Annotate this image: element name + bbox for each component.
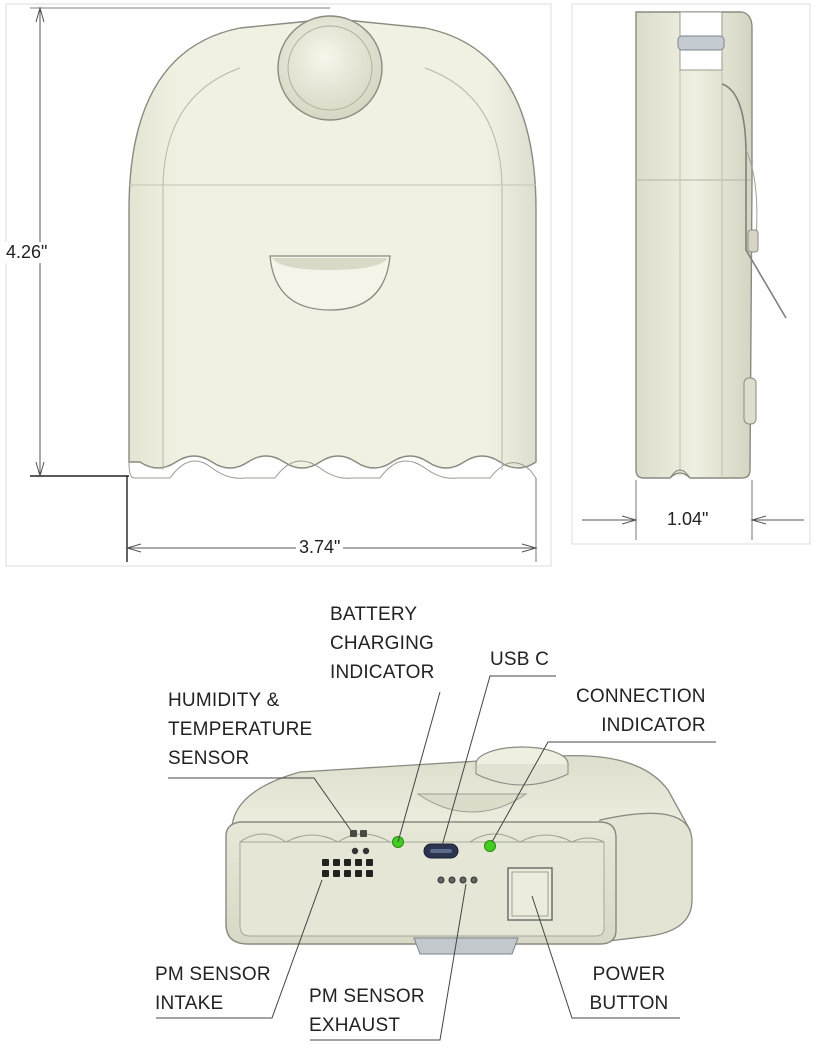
power-line-2: BUTTON bbox=[589, 993, 669, 1014]
connection-indicator-label: CONNECTION INDICATOR bbox=[576, 682, 706, 740]
power-line-1: POWER bbox=[592, 964, 666, 985]
front-knob bbox=[277, 15, 383, 121]
depth-dimension-label: 1.04" bbox=[664, 509, 712, 530]
pm-intake-line-1: PM SENSOR bbox=[155, 964, 271, 985]
usb-c-line-1: USB C bbox=[490, 649, 550, 670]
side-view-frame bbox=[571, 3, 811, 545]
humidity-line-1: HUMIDITY & bbox=[168, 690, 280, 711]
usb-c-label: USB C bbox=[490, 645, 549, 674]
connection-line-1: CONNECTION bbox=[576, 686, 706, 707]
power-button-label: POWER BUTTON bbox=[578, 960, 680, 1018]
battery-line-3: INDICATOR bbox=[330, 662, 435, 683]
pm-intake-line-2: INTAKE bbox=[155, 993, 224, 1014]
battery-line-1: BATTERY bbox=[330, 604, 418, 625]
humidity-temperature-label: HUMIDITY & TEMPERATURE SENSOR bbox=[168, 686, 312, 773]
pm-intake-label: PM SENSOR INTAKE bbox=[155, 960, 271, 1018]
width-dimension-label: 3.74" bbox=[296, 537, 344, 558]
humidity-line-2: TEMPERATURE bbox=[168, 719, 313, 740]
pm-exhaust-line-1: PM SENSOR bbox=[309, 986, 425, 1007]
height-dimension-label: 4.26" bbox=[3, 242, 51, 263]
front-cutout bbox=[269, 255, 391, 311]
pm-exhaust-line-2: EXHAUST bbox=[309, 1015, 401, 1036]
power-button-shape bbox=[507, 867, 553, 921]
connection-line-2: INDICATOR bbox=[601, 715, 706, 736]
device-perspective-view bbox=[225, 746, 693, 955]
side-view-body bbox=[635, 11, 753, 479]
front-view-frame bbox=[5, 3, 552, 567]
battery-line-2: CHARGING bbox=[330, 633, 434, 654]
battery-charging-label: BATTERY CHARGING INDICATOR bbox=[330, 600, 435, 687]
connection-led bbox=[484, 840, 496, 852]
pm-exhaust-label: PM SENSOR EXHAUST bbox=[309, 982, 425, 1040]
humidity-line-3: SENSOR bbox=[168, 748, 250, 769]
